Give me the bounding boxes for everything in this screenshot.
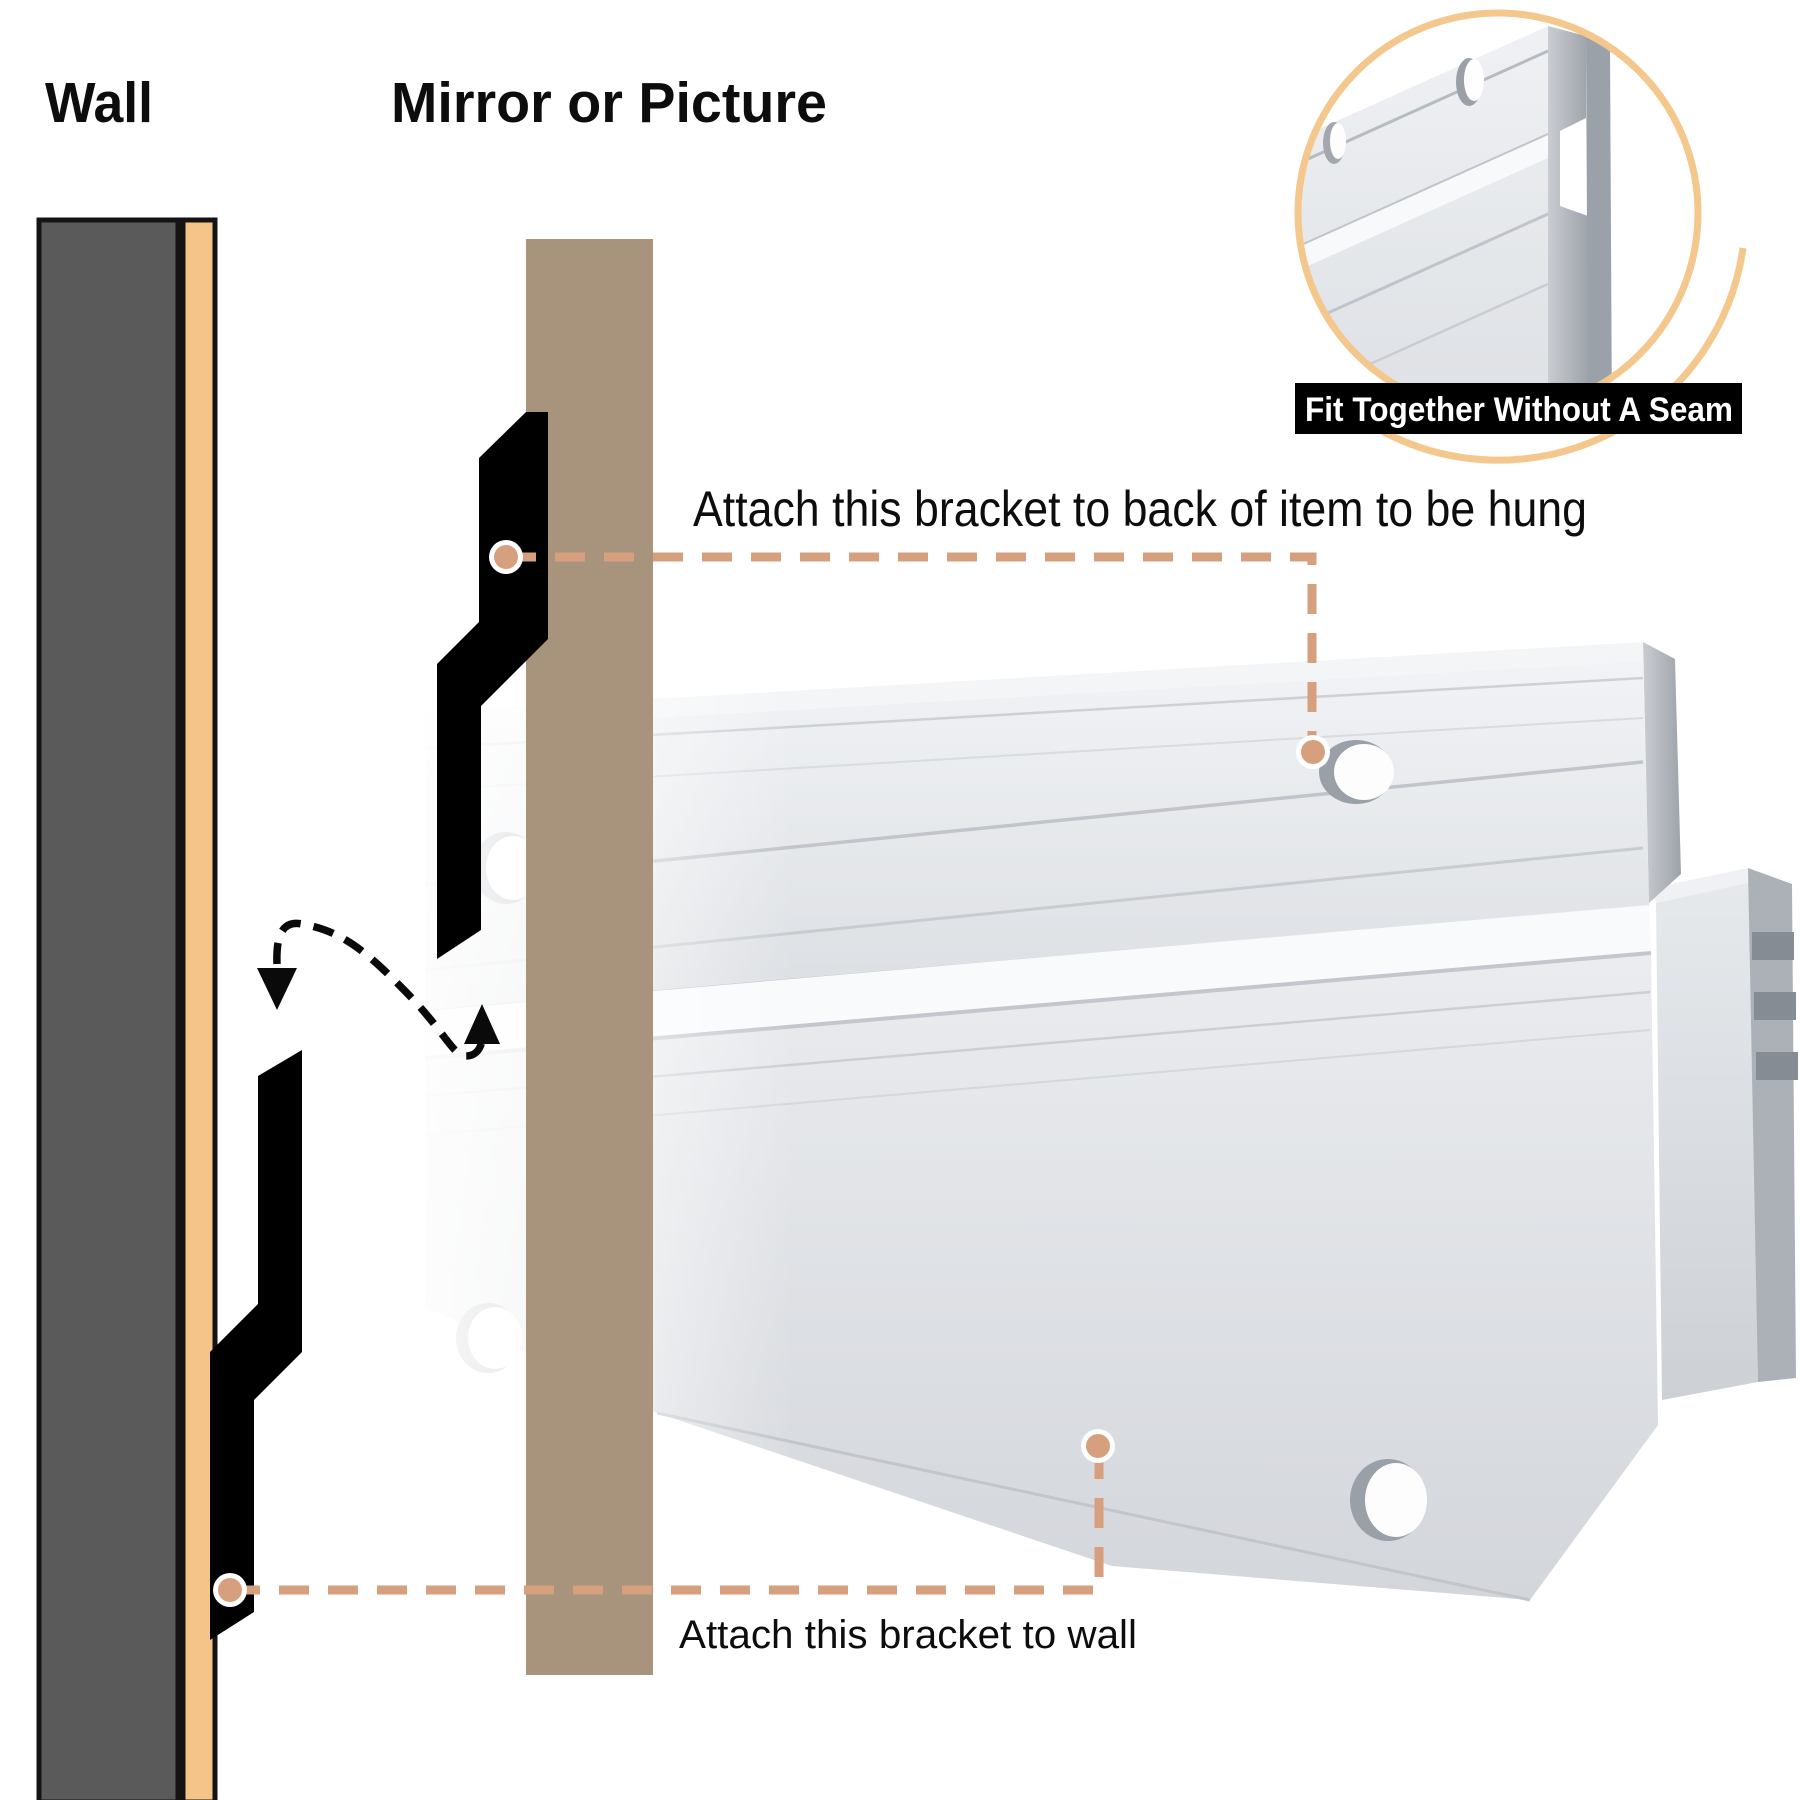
leader-dot [218,1578,242,1602]
arrow-up-icon [464,1004,500,1044]
end-piece-notch [1752,932,1794,960]
end-piece-top-bevel [1652,868,1752,903]
end-piece-notch [1756,1052,1798,1080]
leader-dot [494,545,518,569]
wood-strip [180,217,218,1800]
item-label: Mirror or Picture [391,71,827,135]
inset-groove [1301,133,1549,251]
inset-screw-hole [1456,58,1484,106]
inset-caption: Fit Together Without A Seam [1305,391,1733,429]
inset-caption-bar [1295,383,1742,434]
attach-item-annotation: Attach this bracket to back of item to b… [693,481,1587,537]
inset-rail-edge [1548,26,1588,410]
wall-rail-bottom-edge [656,1411,1531,1602]
wall-label: Wall [45,71,153,135]
arrow-down-icon [257,968,297,1010]
rail-end-piece [1652,868,1798,1400]
interlock-arrow [257,919,500,1060]
aluminum-rail-render [363,630,1798,1602]
inset-screw-hole [1323,122,1346,164]
inset-rail-edge-dark [1586,36,1612,410]
screw-hole [1319,740,1394,804]
inset-shelf-band [1301,134,1548,274]
screw-hole [1350,1459,1427,1541]
leader-bottom [213,1429,1115,1607]
inset-content [1301,26,1612,410]
end-piece-notch [1754,992,1796,1020]
inset-rail-face [1301,26,1548,410]
attach-wall-annotation: Attach this bracket to wall [679,1613,1137,1657]
wall-bar [36,217,181,1800]
wall-bracket [210,1050,302,1640]
leader-dot [1301,740,1325,764]
leader-dot [1086,1434,1110,1458]
detail-inset: Fit Together Without A Seam [1294,9,1747,464]
leader-top [489,540,1330,769]
inset-groove [1301,212,1549,332]
end-piece-face [1656,882,1758,1400]
item-rail-end-face [1643,642,1681,903]
arrow-curve [273,919,486,1060]
